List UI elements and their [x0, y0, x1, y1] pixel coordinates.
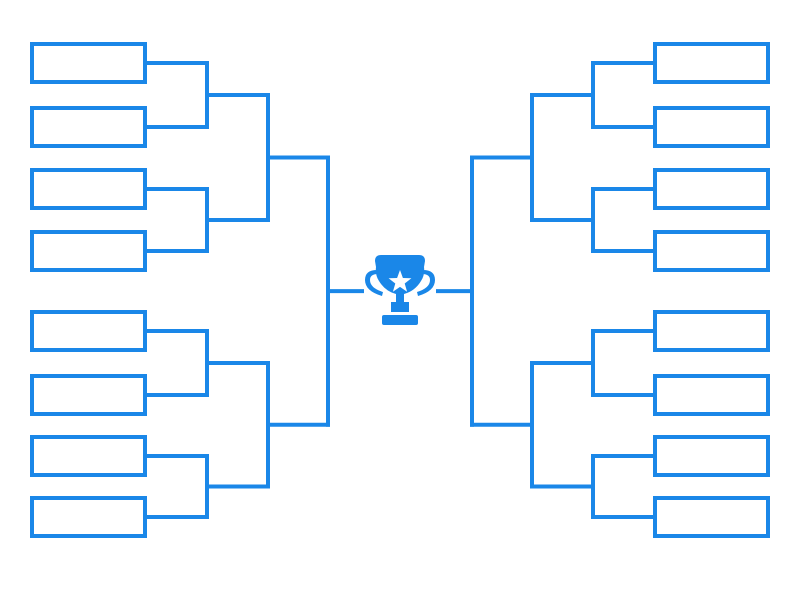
left-slot-4[interactable] — [30, 230, 147, 272]
left-slot-8[interactable] — [30, 496, 147, 538]
right-slot-7[interactable] — [653, 435, 770, 477]
right-slot-6[interactable] — [653, 374, 770, 416]
right-round1-connector-2 — [530, 187, 657, 253]
right-round2-connector-1 — [470, 93, 534, 222]
right-round1-connector-4 — [530, 454, 657, 519]
right-slot-3[interactable] — [653, 168, 770, 210]
left-round1-connector-2 — [143, 187, 270, 253]
trophy-icon — [365, 255, 435, 325]
left-slot-6[interactable] — [30, 374, 147, 416]
left-slot-1[interactable] — [30, 42, 147, 84]
left-bracket-slots — [30, 42, 147, 538]
left-round2-connector-1 — [266, 93, 330, 222]
left-slot-5[interactable] — [30, 310, 147, 352]
right-round1-connector-1 — [530, 61, 657, 129]
left-round1-connector-1 — [143, 61, 270, 129]
right-semifinal-connector — [436, 155, 474, 427]
right-slot-1[interactable] — [653, 42, 770, 84]
left-semifinal-connector — [326, 155, 364, 427]
right-slot-4[interactable] — [653, 230, 770, 272]
right-slot-8[interactable] — [653, 496, 770, 538]
left-round1-connector-4 — [143, 454, 270, 519]
bracket-connectors — [143, 61, 657, 519]
right-slot-5[interactable] — [653, 310, 770, 352]
left-slot-2[interactable] — [30, 106, 147, 148]
right-round1-connector-3 — [530, 329, 657, 397]
left-slot-7[interactable] — [30, 435, 147, 477]
left-round2-connector-2 — [266, 361, 330, 489]
left-round1-connector-3 — [143, 329, 270, 397]
right-slot-2[interactable] — [653, 106, 770, 148]
left-slot-3[interactable] — [30, 168, 147, 210]
right-bracket-slots — [653, 42, 770, 538]
right-round2-connector-2 — [470, 361, 534, 489]
